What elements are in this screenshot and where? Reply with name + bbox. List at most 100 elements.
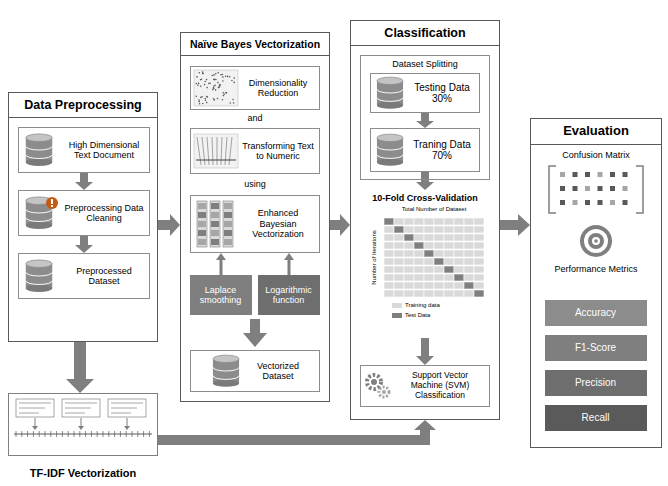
number-line — [14, 434, 152, 435]
number-tick — [33, 431, 34, 437]
matrix-dot — [598, 186, 603, 191]
fold-cell — [464, 234, 474, 241]
fold-cell — [384, 218, 394, 225]
scatter-dot — [213, 87, 215, 89]
down-arrow — [243, 319, 267, 347]
snippet-line — [19, 413, 39, 414]
fold-cell — [404, 234, 414, 241]
fold-cell — [464, 282, 474, 289]
cross-validation-grid — [384, 218, 484, 297]
fold-cell — [434, 234, 444, 241]
scatter-dot — [202, 103, 204, 105]
number-tick — [85, 431, 86, 437]
scatter-dot — [229, 76, 231, 78]
number-tick — [120, 431, 121, 437]
box-text: Support Vector Machine (SVM) Classificat… — [395, 371, 485, 400]
scatter-dot — [201, 78, 203, 80]
fold-cell — [394, 226, 404, 233]
box-text: Traning Data 70% — [409, 139, 475, 162]
matrix-dot — [585, 200, 590, 205]
scatter-picture — [194, 70, 238, 106]
box-text: Logarithmic function — [262, 285, 315, 306]
fold-cell — [434, 266, 444, 273]
data-box: Testing Data 30% — [370, 73, 480, 113]
number-tick — [50, 431, 51, 437]
heading-text: Evaluation — [531, 119, 661, 145]
target-icon — [580, 225, 612, 257]
scatter-dot — [206, 102, 208, 104]
fold-cell — [404, 218, 414, 225]
fold-cell — [404, 290, 414, 297]
vector-cell — [211, 221, 219, 227]
fold-cell — [464, 218, 474, 225]
fold-cell — [424, 258, 434, 265]
arrow-head — [414, 420, 436, 430]
fold-cell — [414, 282, 424, 289]
scatter-dot — [222, 99, 224, 101]
scatter-dot — [199, 103, 201, 105]
snippet-line — [111, 403, 143, 404]
hatch-line — [202, 137, 205, 165]
scatter-dot — [208, 83, 210, 85]
fold-cell — [434, 242, 444, 249]
fold-cell — [414, 234, 424, 241]
scatter-dot — [219, 84, 221, 86]
vector-cell — [198, 212, 206, 218]
scatter-dot — [204, 81, 206, 83]
snippet-arrow — [124, 426, 130, 430]
fold-cell — [414, 242, 424, 249]
matrix-dot — [560, 200, 565, 205]
number-tick — [114, 431, 115, 437]
box-text: Preprocessed Dataset — [63, 266, 145, 287]
scatter-dot — [213, 79, 215, 81]
hatch-line — [225, 137, 227, 165]
fold-cell — [464, 274, 474, 281]
number-tick — [126, 431, 127, 437]
fold-cell — [394, 290, 404, 297]
transform-picture — [194, 134, 238, 168]
process-box: Preprocessing Data Cleaning — [18, 190, 150, 236]
fold-cell — [444, 282, 454, 289]
fold-cell — [454, 226, 464, 233]
fold-cell — [394, 282, 404, 289]
scatter-dot — [211, 75, 213, 77]
number-tick — [39, 431, 40, 437]
scatter-dot — [202, 73, 204, 75]
tfidf-picture — [9, 394, 158, 456]
fold-cell — [414, 218, 424, 225]
scatter-dot — [226, 92, 228, 94]
scatter-dot — [233, 102, 235, 104]
fold-cell — [384, 226, 394, 233]
fold-cell — [414, 226, 424, 233]
fold-cell — [434, 258, 444, 265]
hatch-line — [207, 137, 209, 165]
label-text: using — [180, 179, 330, 189]
heading-text: Classification — [351, 21, 499, 46]
vector-cell — [211, 230, 219, 236]
scatter-dot — [202, 71, 204, 73]
cleaning-badge — [46, 197, 58, 209]
legend-swatch — [392, 303, 402, 308]
scatter-dot — [196, 95, 198, 97]
vector-cell — [224, 239, 232, 245]
fold-cell — [454, 274, 464, 281]
fold-cell — [434, 218, 444, 225]
scatter-dot — [206, 87, 208, 89]
fold-cell — [384, 282, 394, 289]
vector-column — [197, 201, 207, 247]
gear-icon — [367, 375, 389, 397]
number-tick — [27, 431, 28, 437]
arrow-shaft — [421, 113, 429, 122]
scatter-dot — [198, 101, 200, 103]
stage-panel: EvaluationAccuracyF1-ScorePrecisionRecal… — [530, 118, 662, 448]
matrix-dot — [598, 172, 603, 177]
scatter-dot — [233, 82, 235, 84]
arrow-head — [416, 182, 434, 190]
scatter-dot — [219, 86, 221, 88]
fold-cell — [474, 282, 484, 289]
flow-arrow — [416, 338, 434, 365]
fold-cell — [444, 242, 454, 249]
snippet-arrow — [32, 426, 38, 430]
fold-cell — [414, 250, 424, 257]
fold-cell — [464, 250, 474, 257]
